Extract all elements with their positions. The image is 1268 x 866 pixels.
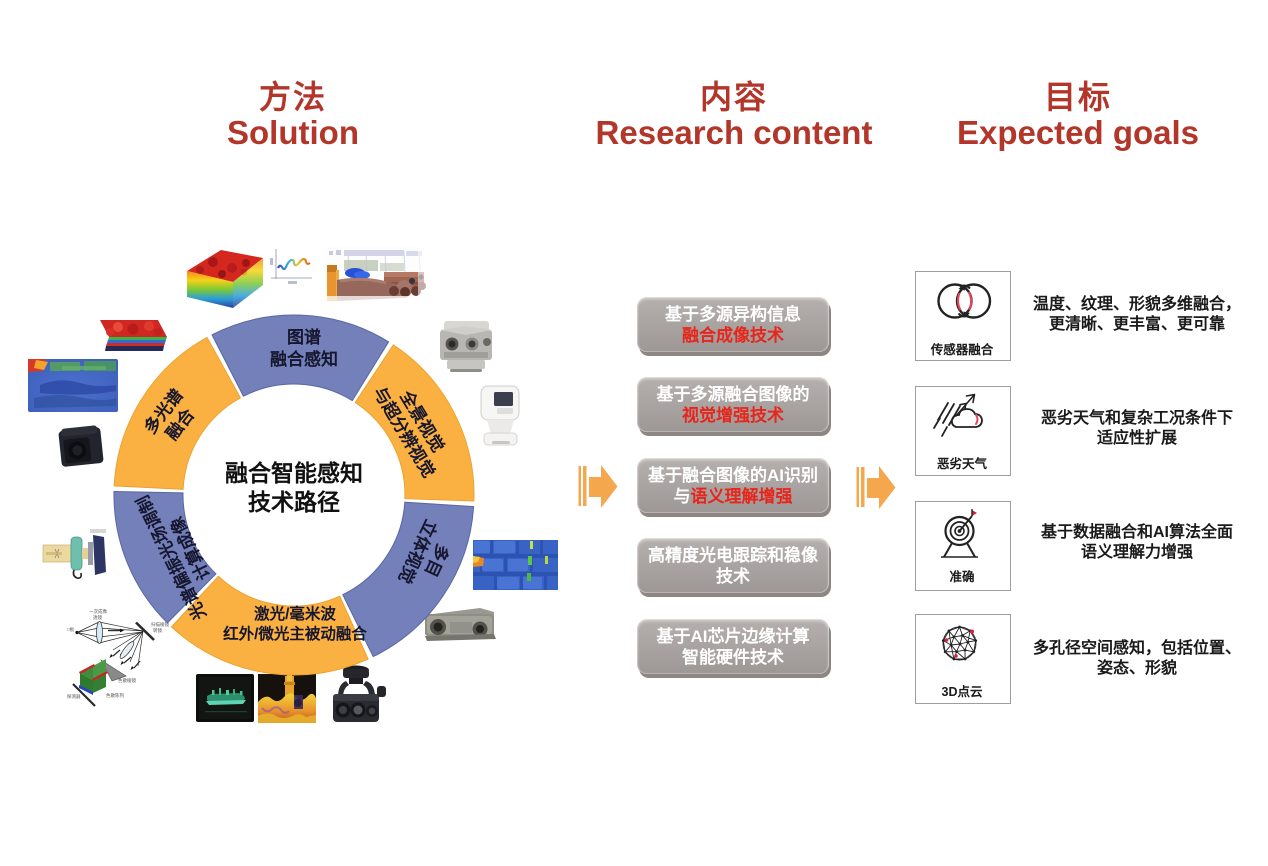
svg-text:转镜: 转镜 <box>153 627 162 634</box>
svg-text:□板: □板 <box>67 626 75 633</box>
svg-text:探测器: 探测器 <box>67 693 81 700</box>
svg-text:扫描棱镜: 扫描棱镜 <box>151 621 169 628</box>
svg-text:色散棱镜: 色散棱镜 <box>118 677 136 684</box>
svg-text:色散陈列: 色散陈列 <box>106 692 124 699</box>
svg-text:透镜: 透镜 <box>93 614 102 621</box>
svg-text:一次成像: 一次成像 <box>89 608 107 615</box>
